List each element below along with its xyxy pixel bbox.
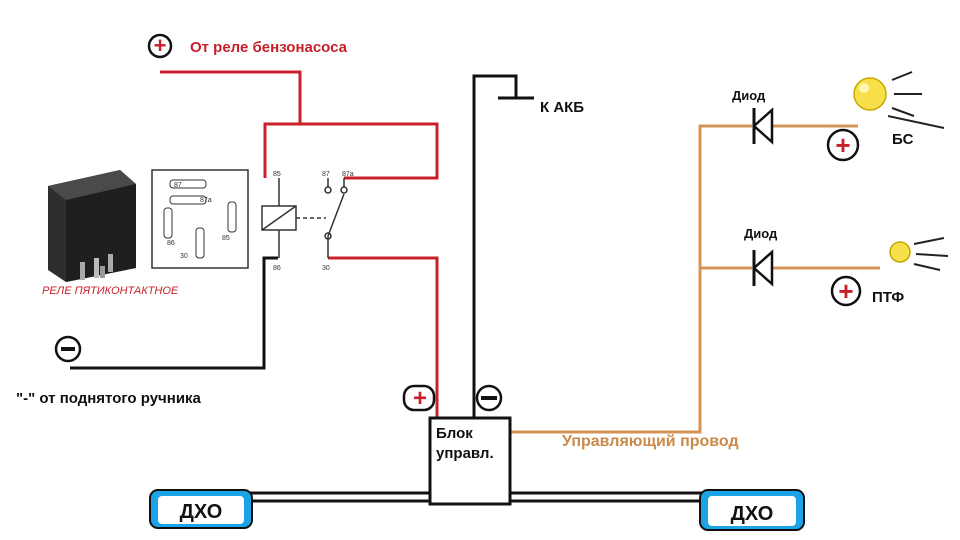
lamp-bs: [853, 71, 945, 129]
dho-left-badge: ДХО: [149, 489, 253, 529]
pin-label-85: 85: [273, 171, 281, 178]
pin-label-86: 86: [273, 265, 281, 272]
wire-fuel-pump: [160, 70, 302, 124]
control-wire-label: Управляющий провод: [562, 433, 739, 450]
diode-top: [752, 107, 774, 145]
face-label-30: 30: [180, 253, 188, 260]
diode-bottom: [752, 249, 774, 287]
wire-relay-30-to-block: [328, 256, 439, 418]
ptf-label: ПТФ: [872, 289, 904, 306]
plus-sign: +: [413, 385, 427, 412]
lamp-ptf: [889, 237, 949, 271]
face-label-85: 85: [222, 235, 230, 242]
pin-label-87a: 87a: [342, 171, 354, 178]
plus-icon: +: [830, 275, 862, 307]
relay-pin-face: 87 87a 86 85 30: [151, 169, 249, 269]
wire-control-main: [510, 124, 752, 434]
plus-icon: +: [147, 33, 173, 59]
face-label-87: 87: [174, 182, 182, 189]
diode-bottom-label: Диод: [744, 226, 778, 241]
pin-label-87: 87: [322, 171, 330, 178]
relay-photo: [48, 170, 136, 282]
wire-handbrake: [70, 256, 278, 370]
plus-icon: +: [402, 384, 436, 412]
plus-sign: +: [835, 130, 850, 160]
handbrake-label: "-" от поднятого ручника: [16, 390, 202, 407]
face-label-86: 86: [167, 240, 175, 247]
minus-icon: [54, 335, 82, 363]
battery-label: К АКБ: [540, 99, 584, 116]
dho-right-badge: ДХО: [699, 489, 805, 531]
minus-icon: [475, 384, 503, 412]
bs-label: БС: [892, 131, 914, 148]
wire-battery: [472, 74, 518, 418]
block-label-line2: управл.: [436, 445, 494, 462]
face-label-87a: 87a: [200, 197, 212, 204]
wire-relay-loop: [263, 122, 439, 180]
control-wires: [510, 124, 880, 434]
positive-wires: [160, 70, 439, 418]
relay-schematic: [261, 178, 348, 258]
ground-wires: [70, 74, 705, 503]
plus-sign: +: [154, 33, 167, 58]
dho-right-label: ДХО: [731, 503, 774, 525]
plus-sign: +: [838, 276, 853, 306]
diode-top-label: Диод: [732, 88, 766, 103]
block-label-line1: Блок: [436, 425, 473, 442]
relay-caption: РЕЛЕ ПЯТИКОНТАКТНОЕ: [42, 285, 179, 297]
dho-left-label: ДХО: [180, 501, 223, 523]
pin-label-30: 30: [322, 265, 330, 272]
control-block: [428, 416, 512, 506]
fuel-pump-label: От реле бензонасоса: [190, 39, 348, 56]
plus-icon: +: [826, 128, 860, 162]
